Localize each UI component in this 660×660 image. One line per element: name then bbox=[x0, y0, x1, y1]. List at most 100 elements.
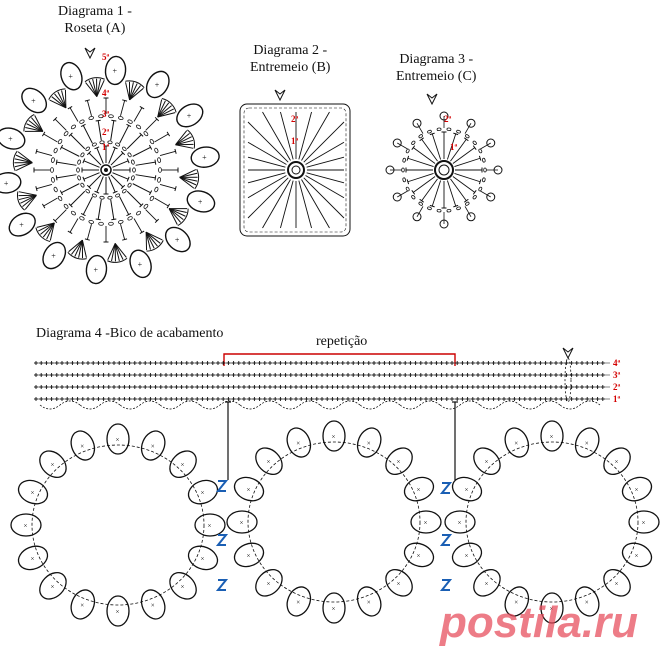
treble-stitch bbox=[133, 107, 143, 122]
shell-loop bbox=[540, 420, 564, 452]
stitch-top-bar bbox=[59, 144, 64, 150]
stitch-top-bar bbox=[464, 198, 469, 203]
fan-stitch bbox=[107, 243, 116, 261]
chain-stitch bbox=[436, 208, 442, 213]
stitch-top-bar bbox=[126, 212, 132, 217]
fan-stitch bbox=[168, 208, 182, 223]
chain-stitch bbox=[99, 140, 105, 145]
cross-stitch-mark: × bbox=[484, 458, 488, 466]
shell-loop bbox=[194, 513, 226, 537]
treble-stitch bbox=[280, 111, 294, 160]
treble-stitch bbox=[431, 133, 442, 160]
stitch-top-bar bbox=[111, 119, 117, 122]
stitch-top-bar bbox=[406, 155, 410, 161]
cross-stitch-mark: × bbox=[615, 458, 619, 466]
chain-stitch bbox=[91, 193, 97, 198]
shell-arc bbox=[48, 88, 66, 100]
chain-loop bbox=[439, 400, 481, 410]
shell-arc bbox=[67, 251, 87, 260]
fan-stitch bbox=[175, 136, 192, 146]
chain-stitch bbox=[91, 142, 97, 147]
chain-stitch bbox=[143, 131, 149, 137]
treble-stitch bbox=[133, 218, 143, 233]
fan-stitch bbox=[125, 82, 131, 100]
stitch-top-bar bbox=[68, 203, 73, 208]
chain-loop bbox=[399, 400, 441, 410]
round-5-picot-loop bbox=[8, 212, 36, 237]
treble-stitch bbox=[298, 111, 312, 160]
cross-stitch-mark: × bbox=[50, 461, 54, 469]
fan-stitch bbox=[14, 162, 33, 168]
treble-stitch bbox=[120, 100, 126, 117]
chain-stitch bbox=[157, 157, 162, 163]
shell-loop bbox=[410, 510, 442, 534]
cross-stitch-mark: × bbox=[116, 608, 120, 616]
fan-stitch bbox=[40, 222, 55, 235]
fan-stitch bbox=[42, 222, 55, 238]
fan-stitch bbox=[145, 232, 151, 250]
picot-stem bbox=[480, 142, 491, 150]
chain-stitch bbox=[108, 114, 114, 119]
stitch-top-bar bbox=[52, 116, 58, 122]
bico-flower: ×××××××××××××××× bbox=[444, 420, 660, 624]
picot-stem bbox=[416, 206, 424, 217]
treble-stitch bbox=[36, 184, 53, 190]
stitch-top-bar bbox=[139, 132, 144, 137]
treble-stitch bbox=[97, 120, 102, 141]
cross-stitch-mark: × bbox=[24, 522, 28, 530]
bico-start-arrow-icon bbox=[562, 347, 574, 360]
treble-stitch bbox=[83, 160, 100, 168]
stitch-top-bar bbox=[86, 150, 92, 156]
fan-stitch bbox=[71, 239, 83, 255]
shell-loop bbox=[504, 427, 530, 458]
stitch-top-bar bbox=[154, 175, 157, 181]
chain-stitch bbox=[158, 167, 162, 173]
shell-arc bbox=[16, 191, 25, 211]
fan-stitch bbox=[169, 208, 187, 213]
cross-stitch-mark: × bbox=[31, 555, 35, 563]
stitch-top-bar bbox=[80, 212, 86, 217]
stitch-row bbox=[34, 385, 610, 389]
cross-stitch-mark: × bbox=[151, 443, 155, 451]
stitch-top-bar bbox=[120, 184, 126, 190]
stitch-top-bar bbox=[139, 230, 145, 235]
round-5-picot-loop bbox=[60, 61, 83, 91]
cross-stitch-mark: × bbox=[151, 601, 155, 609]
round-4-shell bbox=[107, 243, 128, 263]
chain-stitch bbox=[136, 210, 142, 216]
treble-stitch bbox=[421, 138, 438, 162]
chain-stitch bbox=[130, 159, 135, 165]
cross-stitch-mark: + bbox=[19, 221, 24, 230]
round-5-picot-loop bbox=[85, 254, 108, 285]
join-marker-icon bbox=[215, 534, 229, 546]
round-1-stitches bbox=[405, 131, 483, 209]
stitch-top-bar bbox=[148, 190, 153, 196]
round-4-shell bbox=[84, 77, 105, 97]
cross-stitch-mark: × bbox=[397, 580, 401, 588]
chain-stitch bbox=[446, 208, 452, 213]
cross-stitch-mark: × bbox=[416, 486, 420, 494]
shell-loop bbox=[403, 542, 435, 568]
chain-stitch bbox=[411, 195, 416, 200]
stitch-top-bar bbox=[472, 145, 477, 150]
picot-loop bbox=[392, 138, 402, 148]
chain-stitch bbox=[456, 129, 461, 134]
stitch-top-bar bbox=[478, 179, 482, 185]
bico-row-number: 1ª bbox=[613, 394, 621, 404]
chain-loop bbox=[159, 400, 201, 410]
picot-stem bbox=[397, 142, 408, 150]
center-ring bbox=[100, 164, 112, 176]
stitch-top-bar bbox=[139, 105, 145, 110]
fan-stitch bbox=[28, 119, 44, 132]
shell-loop bbox=[451, 542, 483, 568]
stitch-top-bar bbox=[419, 137, 424, 142]
chain-stitch bbox=[63, 203, 69, 209]
shell-loop bbox=[255, 569, 283, 597]
picot-loop bbox=[392, 192, 402, 202]
treble-stitch bbox=[110, 174, 124, 188]
cross-stitch-mark: + bbox=[202, 153, 207, 162]
center-ring bbox=[434, 160, 454, 180]
round-4-shell bbox=[145, 231, 164, 252]
treble-stitch bbox=[86, 100, 92, 117]
